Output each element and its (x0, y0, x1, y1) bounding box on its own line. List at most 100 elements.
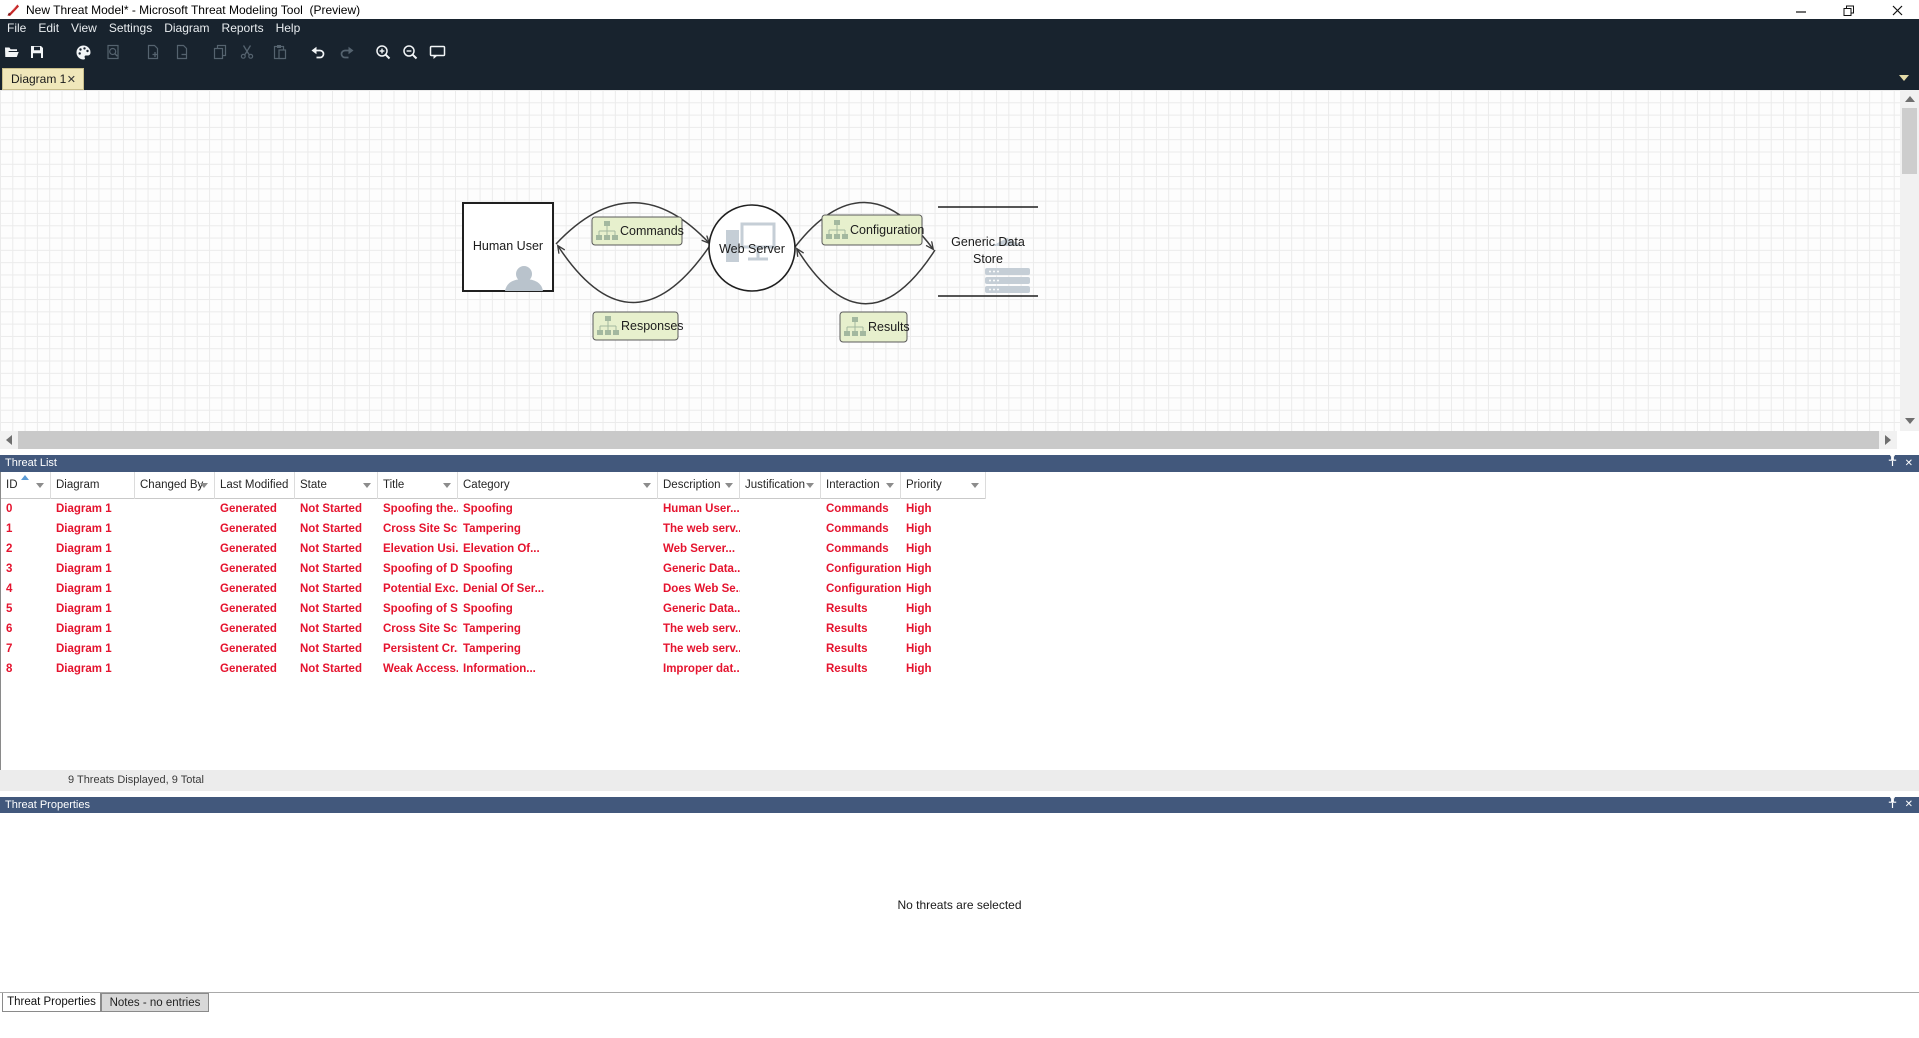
minimize-button[interactable] (1786, 2, 1816, 18)
flow-label-results[interactable]: Results (839, 311, 910, 343)
cell-category[interactable]: Spoofing (463, 603, 513, 615)
cell-state[interactable]: Not Started (300, 603, 362, 615)
cell-id[interactable]: 2 (6, 543, 13, 555)
cell-justification[interactable] (740, 579, 821, 599)
validate-diagram-icon[interactable] (103, 42, 123, 62)
cell-title[interactable]: Elevation Usi... (383, 543, 458, 555)
menu-view[interactable]: View (71, 21, 97, 35)
cell-state[interactable]: Not Started (300, 643, 362, 655)
cell-changed-by[interactable] (135, 659, 215, 679)
cut-icon[interactable] (237, 42, 257, 62)
cell-interaction[interactable]: Results (826, 623, 868, 635)
cell-id[interactable]: 0 (6, 503, 13, 515)
cell-title[interactable]: Spoofing of S... (383, 603, 458, 615)
cell-title[interactable]: Potential Exc... (383, 583, 458, 595)
cell-changed-by[interactable] (135, 539, 215, 559)
tab-notes[interactable]: Notes - no entries (101, 993, 209, 1012)
zoom-out-icon[interactable] (400, 42, 420, 62)
cell-id[interactable]: 8 (6, 663, 13, 675)
cell-priority[interactable]: High (906, 603, 932, 615)
cell-priority[interactable]: High (906, 523, 932, 535)
cell-interaction[interactable]: Results (826, 643, 868, 655)
cell-interaction[interactable]: Commands (826, 523, 889, 535)
horizontal-scroll-thumb[interactable] (18, 431, 1879, 449)
view-palette-icon[interactable] (73, 42, 93, 62)
cell-category[interactable]: Tampering (463, 643, 521, 655)
node-generic-data-store[interactable]: Generic Data Store (938, 206, 1038, 297)
cell-category[interactable]: Denial Of Ser... (463, 583, 545, 595)
cell-changed-by[interactable] (135, 579, 215, 599)
column-header-category[interactable]: Category (458, 472, 658, 499)
tab-diagram-1[interactable]: Diagram 1 ✕ (2, 68, 84, 90)
cell-id[interactable]: 4 (6, 583, 13, 595)
zoom-in-icon[interactable] (373, 42, 393, 62)
cell-diagram[interactable]: Diagram 1 (56, 503, 112, 515)
cell-title[interactable]: Cross Site Scr... (383, 523, 458, 535)
cell-justification[interactable] (740, 639, 821, 659)
cell-description[interactable]: Human User... (663, 503, 740, 515)
menu-reports[interactable]: Reports (221, 21, 264, 35)
pin-icon[interactable] (1887, 454, 1898, 473)
cell-justification[interactable] (740, 619, 821, 639)
cell-priority[interactable]: High (906, 623, 932, 635)
column-header-last-modified[interactable]: Last Modified (215, 472, 295, 499)
column-header-diagram[interactable]: Diagram (51, 472, 135, 499)
scroll-up-icon[interactable] (1905, 96, 1915, 102)
cell-id[interactable]: 7 (6, 643, 13, 655)
cell-state[interactable]: Not Started (300, 563, 362, 575)
filter-dropdown-icon[interactable] (806, 483, 814, 488)
cell-diagram[interactable]: Diagram 1 (56, 583, 112, 595)
cell-title[interactable]: Spoofing the... (383, 503, 458, 515)
flow-label-configuration[interactable]: Configuration (821, 214, 924, 246)
scroll-right-icon[interactable] (1885, 435, 1891, 445)
cell-id[interactable]: 1 (6, 523, 13, 535)
cell-last-modified[interactable]: Generated (220, 603, 277, 615)
column-header-priority[interactable]: Priority (901, 472, 986, 499)
cell-state[interactable]: Not Started (300, 623, 362, 635)
add-diagram-icon[interactable] (143, 42, 163, 62)
menu-settings[interactable]: Settings (108, 21, 153, 35)
cell-category[interactable]: Spoofing (463, 563, 513, 575)
cell-priority[interactable]: High (906, 583, 932, 595)
filter-dropdown-icon[interactable] (725, 483, 733, 488)
cell-description[interactable]: Generic Data... (663, 563, 740, 575)
cell-justification[interactable] (740, 539, 821, 559)
cell-id[interactable]: 3 (6, 563, 13, 575)
cell-justification[interactable] (740, 659, 821, 679)
cell-last-modified[interactable]: Generated (220, 583, 277, 595)
cell-description[interactable]: Improper dat... (663, 663, 740, 675)
cell-changed-by[interactable] (135, 639, 215, 659)
save-icon[interactable] (27, 42, 47, 62)
cell-changed-by[interactable] (135, 519, 215, 539)
column-header-title[interactable]: Title (378, 472, 458, 499)
menu-edit[interactable]: Edit (38, 21, 60, 35)
node-human-user[interactable]: Human User (462, 202, 554, 292)
cell-interaction[interactable]: Commands (826, 543, 889, 555)
cell-category[interactable]: Tampering (463, 623, 521, 635)
cell-diagram[interactable]: Diagram 1 (56, 543, 112, 555)
cell-changed-by[interactable] (135, 499, 215, 519)
cell-interaction[interactable]: Results (826, 663, 868, 675)
cell-last-modified[interactable]: Generated (220, 663, 277, 675)
copy-icon[interactable] (210, 42, 230, 62)
cell-changed-by[interactable] (135, 559, 215, 579)
cell-title[interactable]: Weak Access... (383, 663, 458, 675)
feedback-icon[interactable] (427, 42, 447, 62)
cell-diagram[interactable]: Diagram 1 (56, 603, 112, 615)
close-button[interactable] (1882, 2, 1912, 18)
cell-description[interactable]: The web serv... (663, 523, 740, 535)
open-file-icon[interactable] (2, 42, 22, 62)
cell-justification[interactable] (740, 519, 821, 539)
paste-icon[interactable] (270, 42, 290, 62)
pin-icon[interactable] (1887, 796, 1898, 814)
cell-diagram[interactable]: Diagram 1 (56, 663, 112, 675)
cell-category[interactable]: Spoofing (463, 503, 513, 515)
column-header-description[interactable]: Description (658, 472, 740, 499)
flow-arcs[interactable] (555, 201, 936, 305)
filter-dropdown-icon[interactable] (886, 483, 894, 488)
